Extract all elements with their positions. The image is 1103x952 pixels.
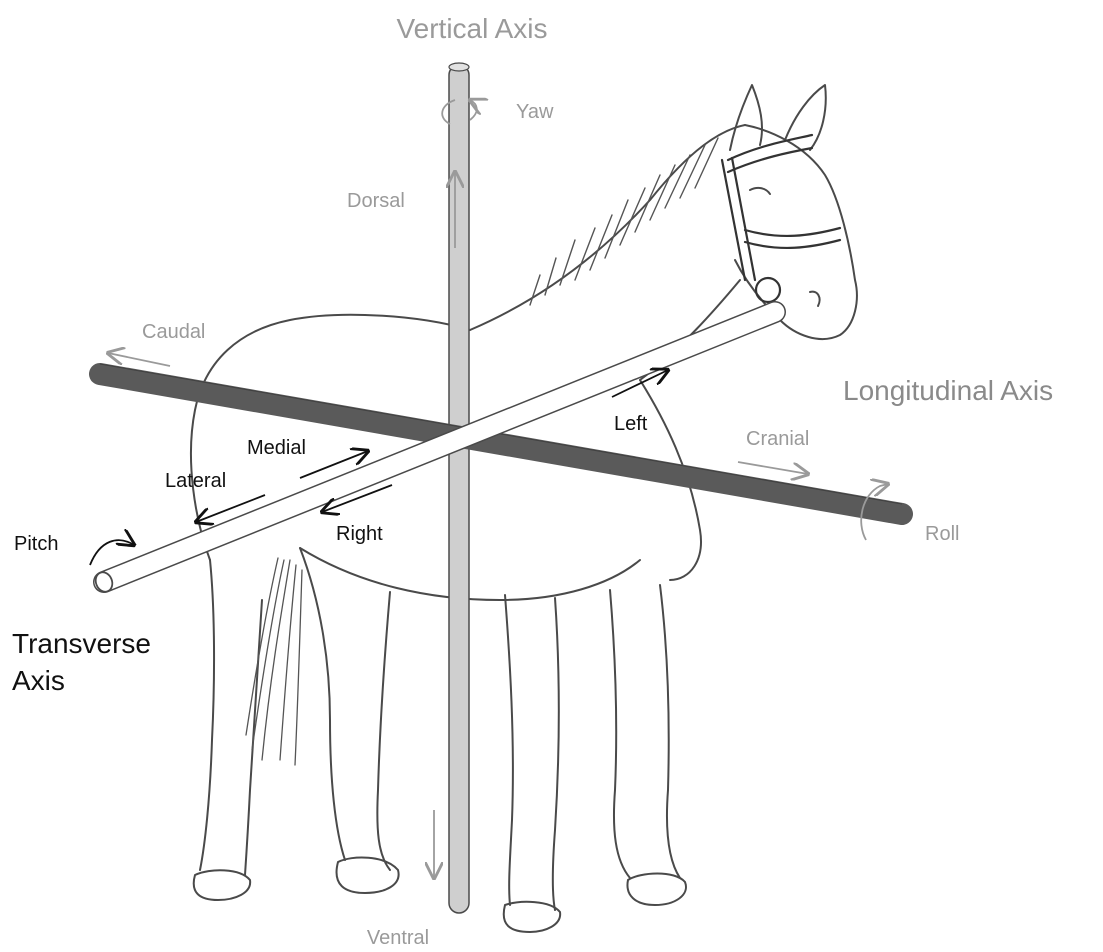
horse-halter xyxy=(722,135,840,302)
left-label: Left xyxy=(614,413,648,435)
pitch-label: Pitch xyxy=(14,533,58,555)
horse-ear-left xyxy=(730,85,762,150)
horse-front-hoof-near xyxy=(627,874,685,906)
horse-tail xyxy=(246,558,302,765)
horse-hind-hoof-near xyxy=(337,857,399,893)
transverse-axis-title-line2: Axis xyxy=(12,665,65,696)
vertical-axis-rod xyxy=(449,63,469,913)
right-label: Right xyxy=(336,523,383,545)
roll-label: Roll xyxy=(925,523,959,545)
cranial-arrow xyxy=(738,462,808,474)
yaw-label: Yaw xyxy=(516,101,554,123)
horse-hind-leg-far xyxy=(200,560,262,875)
caudal-label: Caudal xyxy=(142,321,205,343)
transverse-axis-title-line1: Transverse xyxy=(12,628,151,659)
horse-nostril xyxy=(810,292,820,306)
horse-belly-outline xyxy=(300,548,640,600)
horse-eye xyxy=(750,188,770,194)
lateral-label: Lateral xyxy=(165,470,226,492)
caudal-arrow xyxy=(108,353,170,366)
horse-front-leg-near xyxy=(610,585,680,878)
dorsal-label: Dorsal xyxy=(347,190,405,212)
ventral-label: Ventral xyxy=(367,927,429,949)
medial-label: Medial xyxy=(247,437,306,459)
horse-front-hoof-far xyxy=(504,902,560,932)
horse-hind-leg-near xyxy=(300,548,390,870)
longitudinal-axis-title: Longitudinal Axis xyxy=(843,375,1053,406)
cranial-label: Cranial xyxy=(746,428,809,450)
transverse-axis-rod xyxy=(93,312,775,594)
vertical-axis-title: Vertical Axis xyxy=(397,13,548,44)
horse-front-leg-far xyxy=(505,595,559,910)
horse-hind-hoof-far xyxy=(194,870,250,900)
